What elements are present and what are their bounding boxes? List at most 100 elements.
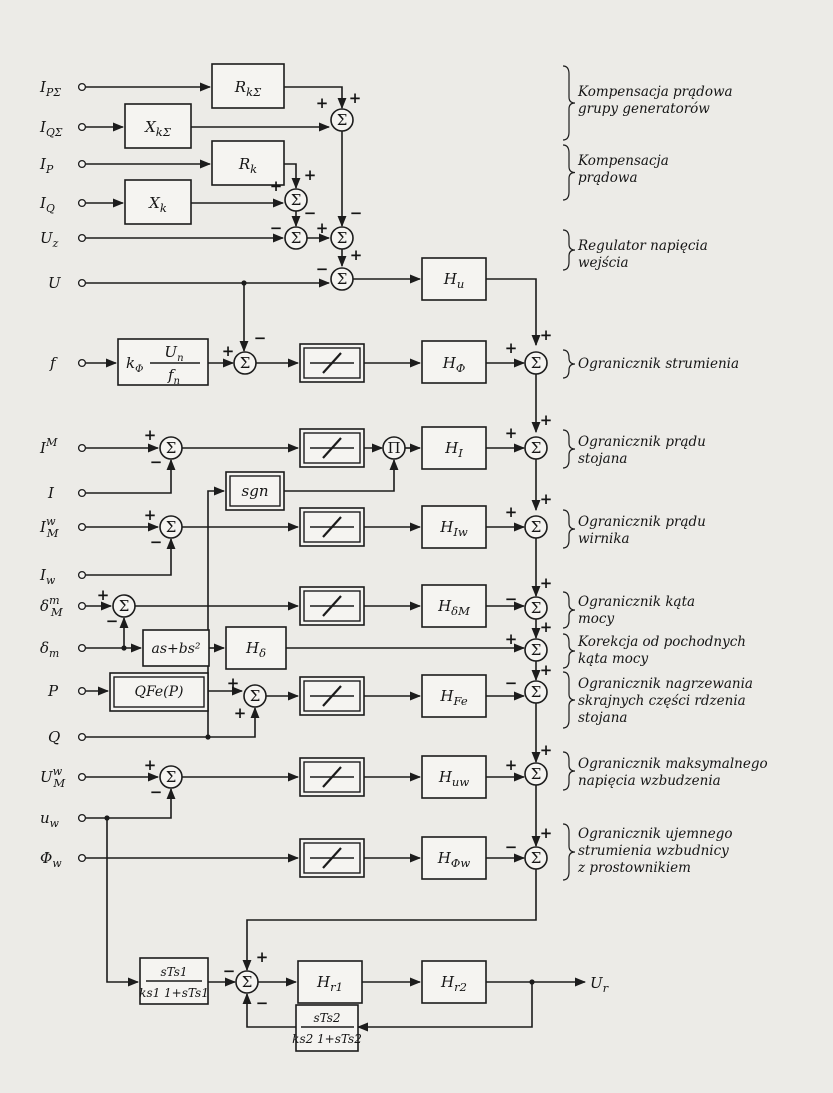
description-d8-line-0: Korekcja od pochodnych <box>577 634 746 650</box>
im-label: IM <box>39 436 58 457</box>
p-label: P <box>47 682 59 700</box>
iq-sigma-terminal <box>77 122 87 132</box>
minus-sign: − <box>505 838 518 856</box>
wire <box>242 869 537 972</box>
rk-block <box>211 140 285 186</box>
iq-terminal <box>77 198 87 208</box>
plus-sign: + <box>304 166 317 184</box>
plus-sign: + <box>505 424 518 442</box>
phiw-label: Φw <box>40 849 62 870</box>
description-d9-line-1: skrajnych części rdzenia <box>578 693 746 709</box>
plus-sign: + <box>540 741 553 759</box>
description-d11-line-0: Ogranicznik ujemnego <box>578 826 733 842</box>
sum-flux-symbol: Σ <box>240 354 251 372</box>
kphi-un-fn-block <box>117 338 209 386</box>
description-d9-line-2: stojana <box>578 710 627 726</box>
sum-comp <box>284 188 308 212</box>
uz-terminal <box>77 233 87 243</box>
brace-d6 <box>562 509 576 549</box>
hphiw-text: HΦw <box>437 849 471 870</box>
sum-final-symbol: Σ <box>242 973 253 991</box>
sum-bus-8 <box>524 846 548 870</box>
wire <box>86 458 176 494</box>
wire <box>86 787 176 819</box>
q-label: Q <box>48 728 60 746</box>
minus-sign: − <box>505 590 518 608</box>
sum-bus-5 <box>524 638 548 662</box>
sum-bus-5-symbol: Σ <box>531 641 542 659</box>
brace-d4 <box>562 349 576 379</box>
uz-label: Uz <box>40 229 59 250</box>
brace-d8 <box>562 633 576 669</box>
q-terminal <box>77 732 87 742</box>
qfe-text: QFe(P) <box>134 684 183 700</box>
hphi-text: HΦ <box>442 354 466 375</box>
plus-sign: + <box>144 506 157 524</box>
xk-sigma-text: XkΣ <box>144 118 172 139</box>
description-d5-line-1: stojana <box>578 451 627 467</box>
minus-sign: − <box>106 612 119 630</box>
hfe-block <box>421 674 487 718</box>
hr1-block <box>297 960 363 1004</box>
iwm-terminal <box>77 522 87 532</box>
plus-sign: + <box>540 618 553 636</box>
plus-sign: + <box>144 756 157 774</box>
hu-text: Hu <box>443 270 465 291</box>
rk-sigma-text: RkΣ <box>234 78 262 99</box>
description-d11-line-1: strumienia wzbudnicy <box>578 843 729 859</box>
brace-d2 <box>562 144 576 201</box>
p-terminal <box>77 686 87 696</box>
minus-sign: − <box>150 533 163 551</box>
sum-stator <box>159 436 183 460</box>
hfe-text: HFe <box>439 687 467 708</box>
sum-total-comp-symbol: Σ <box>337 229 348 247</box>
sum-voltage-input-symbol: Σ <box>337 270 348 288</box>
as-bs2-block <box>142 629 210 667</box>
iq-sigma-label: IQΣ <box>39 118 63 139</box>
xk-block <box>124 179 192 225</box>
plus-sign: + <box>540 490 553 508</box>
wire <box>207 486 226 737</box>
dmm-terminal <box>77 601 87 611</box>
description-d2-line-1: prądowa <box>578 170 638 186</box>
minus-sign: − <box>150 453 163 471</box>
sum-bus-7 <box>524 762 548 786</box>
sum-bus-2 <box>524 436 548 460</box>
sum-field-voltage <box>159 765 183 789</box>
sgn-text: sgn <box>242 482 269 500</box>
sum-bus-1-symbol: Σ <box>531 354 542 372</box>
hi-text: HI <box>444 439 463 460</box>
hdm-text: HδM <box>437 597 471 618</box>
sum-bus-6 <box>524 680 548 704</box>
description-d4-line-0: Ogranicznik strumienia <box>578 356 739 372</box>
sum-bus-8-symbol: Σ <box>531 849 542 867</box>
hiw-block <box>421 505 487 549</box>
brace-d7 <box>562 591 576 629</box>
description-d10-line-0: Ogranicznik maksymalnego <box>578 756 768 772</box>
description-d3-line-1: wejścia <box>578 255 629 271</box>
plus-sign: + <box>270 177 283 195</box>
hr2-text: Hr2 <box>440 973 467 994</box>
sum-comp-group <box>330 108 354 132</box>
phiw-terminal <box>77 853 87 863</box>
plus-sign: + <box>227 674 240 692</box>
plus-sign: + <box>349 89 362 107</box>
description-d2-line-0: Kompensacja <box>577 153 669 169</box>
sum-rotor <box>159 515 183 539</box>
product-symbol: Π <box>387 439 400 457</box>
ts1-denominator: ks1 1+sTs1 <box>139 986 209 1000</box>
description-d1-line-0: Kompensacja prądowa <box>577 84 733 100</box>
hr2-block <box>421 960 487 1004</box>
description-d10-line-1: napięcia wzbudzenia <box>578 773 721 789</box>
minus-sign: − <box>256 994 269 1012</box>
wire <box>284 86 347 110</box>
description-d1-line-1: grupy generatorów <box>578 101 710 117</box>
ip-terminal <box>77 159 87 169</box>
rk-sigma-block <box>211 63 285 109</box>
junction-dot <box>205 734 211 740</box>
im-terminal <box>77 443 87 453</box>
xk-sigma-block <box>124 103 192 149</box>
description-d6-line-1: wirnika <box>578 531 630 547</box>
sum-total-comp <box>330 226 354 250</box>
